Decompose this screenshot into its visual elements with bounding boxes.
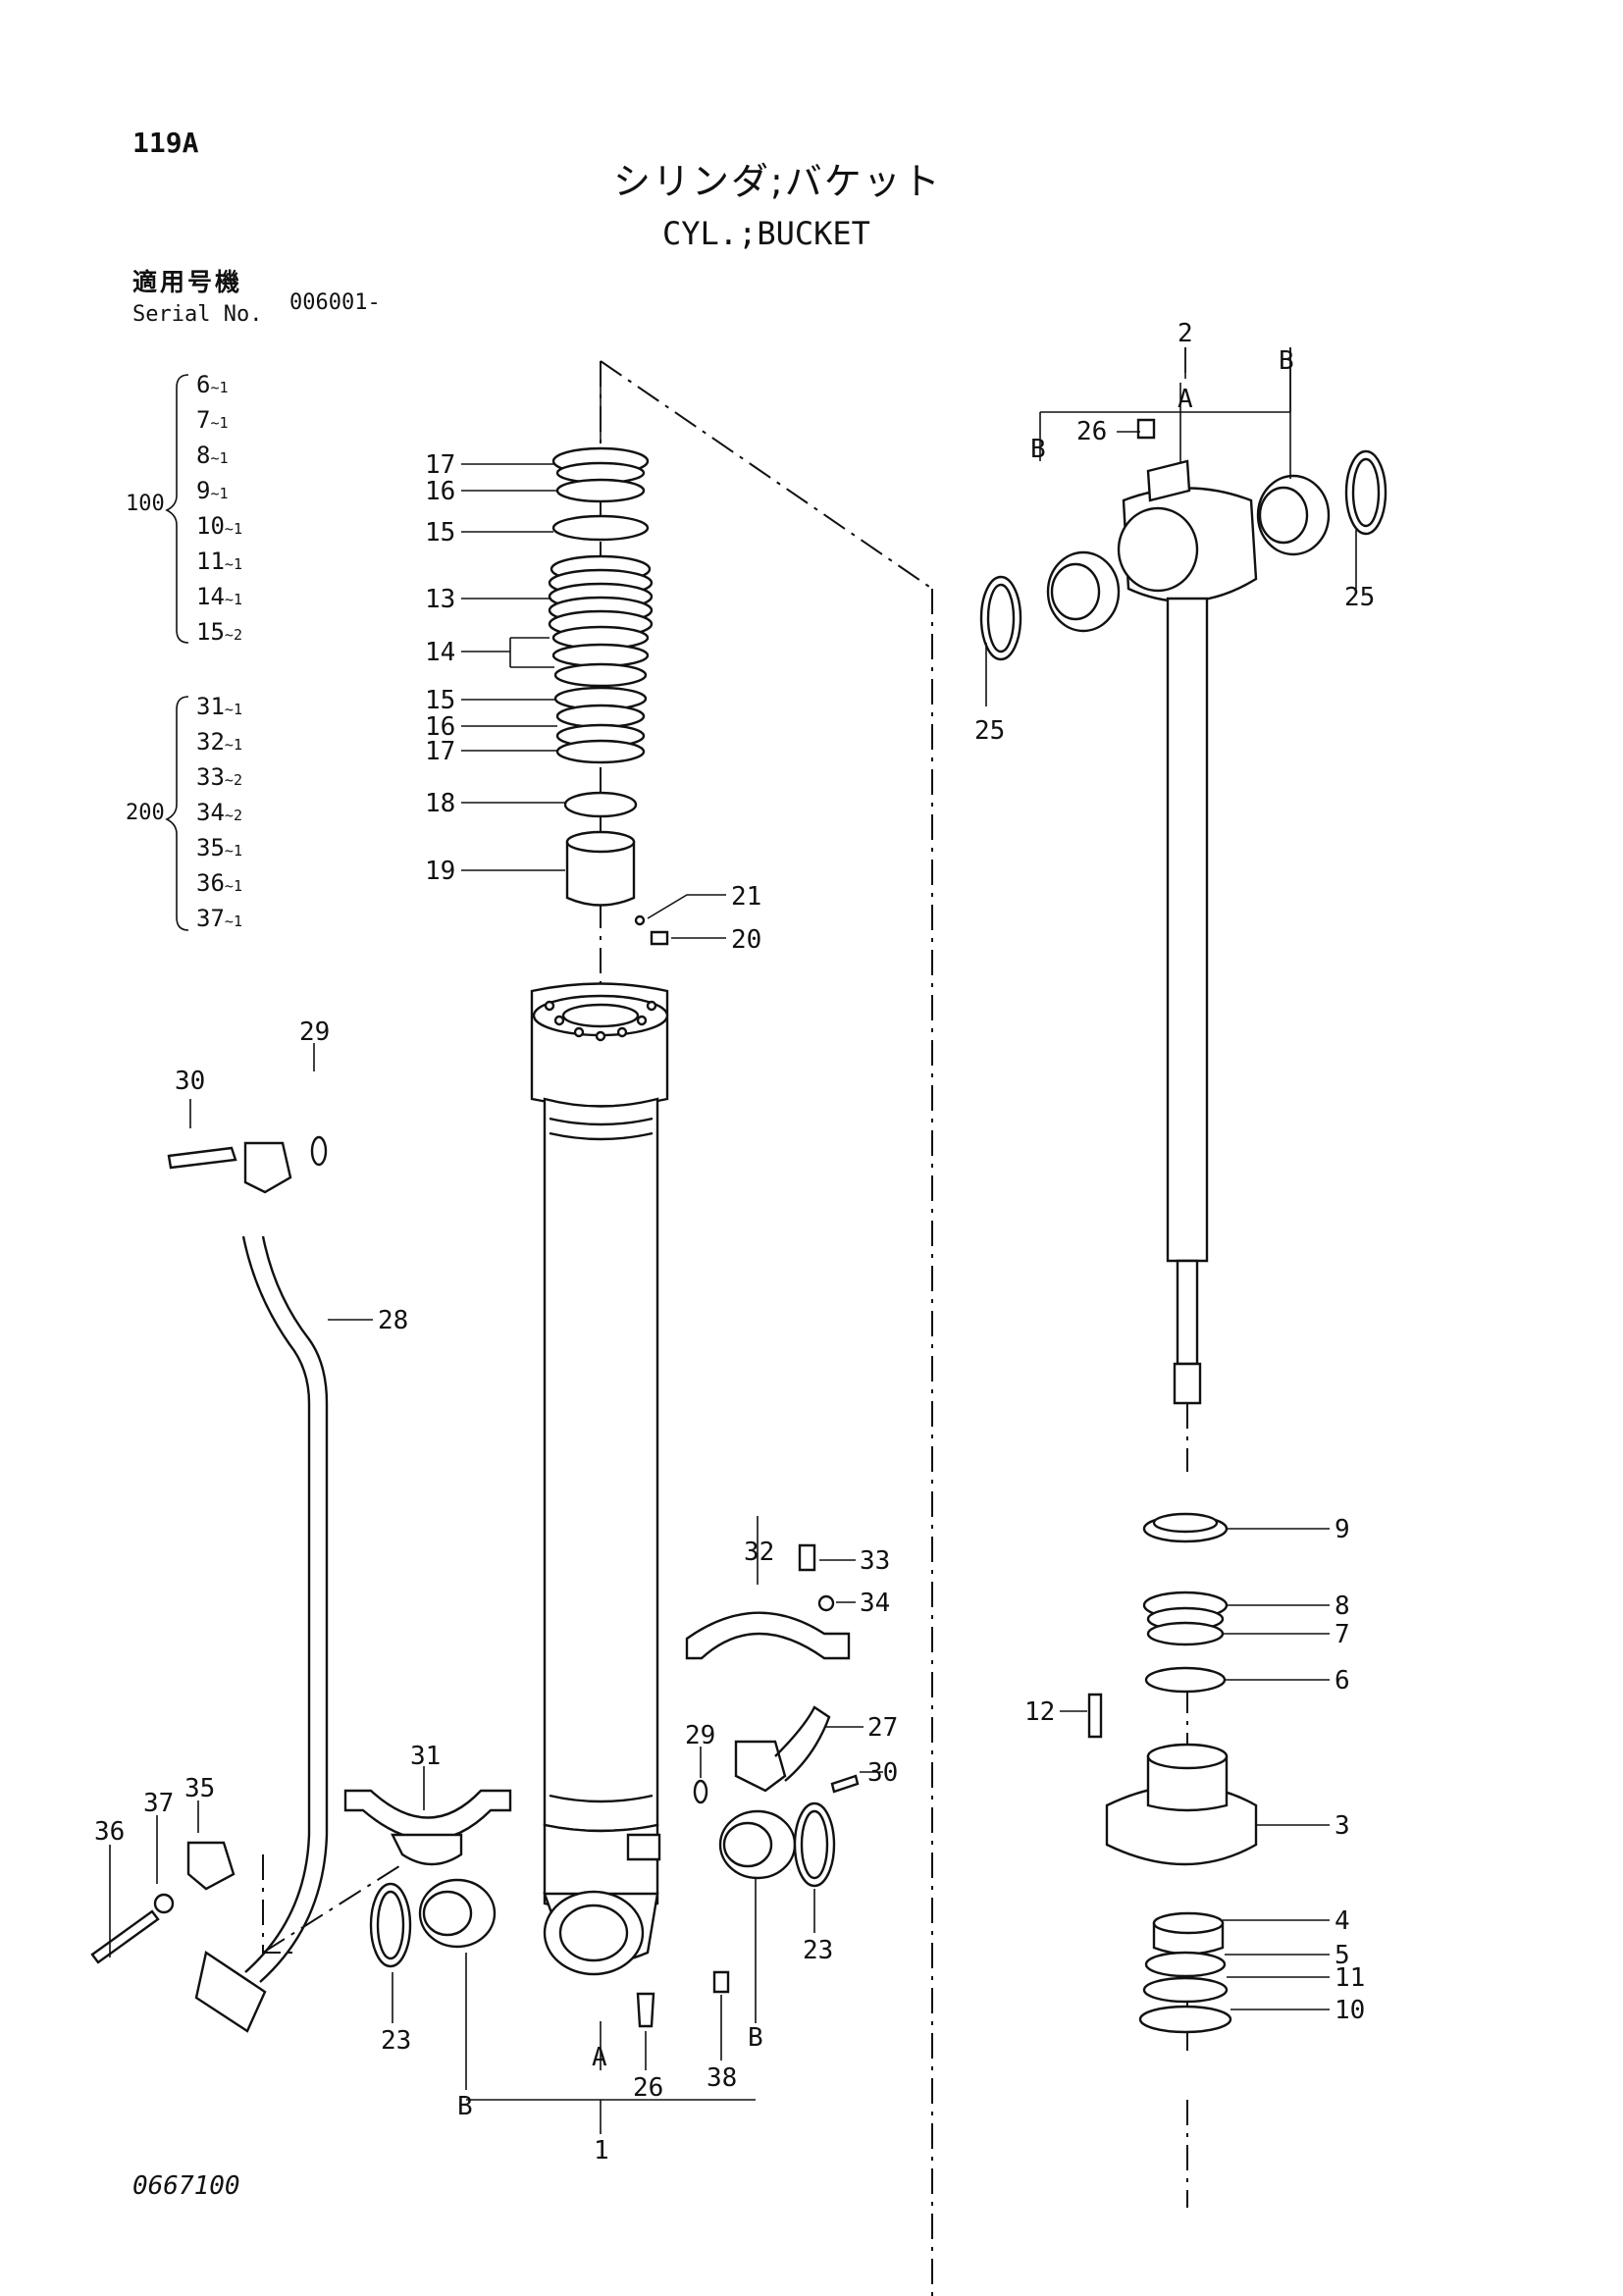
head-seal-stack bbox=[548, 361, 669, 946]
hose-assembly bbox=[167, 1135, 329, 2033]
callout-label: 23 bbox=[803, 1936, 833, 1965]
kit-brace-200 bbox=[165, 696, 189, 931]
callout-label: 12 bbox=[1024, 1697, 1055, 1727]
assembly-line-hose bbox=[262, 1854, 403, 1954]
callout-label: B bbox=[457, 2092, 473, 2121]
serial-label-japanese: 適用号機 bbox=[132, 268, 243, 296]
callout-label: 17 bbox=[425, 737, 455, 766]
serial-label-english: Serial No. bbox=[132, 302, 263, 327]
callout-label: 38 bbox=[707, 2063, 737, 2093]
callout-label: 20 bbox=[731, 925, 761, 955]
callout-label: 4 bbox=[1335, 1906, 1350, 1936]
callout-label: 18 bbox=[425, 789, 455, 818]
cylinder-tube bbox=[530, 982, 669, 1976]
kit-item: 8~1 bbox=[196, 442, 229, 469]
serial-value: 006001- bbox=[289, 290, 381, 315]
kit-item: 15~2 bbox=[196, 618, 242, 646]
callout-label: 25 bbox=[974, 716, 1005, 746]
callout-label: A bbox=[592, 2043, 607, 2072]
kit-item: 10~1 bbox=[196, 512, 242, 540]
callout-label: 11 bbox=[1335, 1963, 1365, 1993]
callout-label: 1 bbox=[594, 2136, 609, 2166]
callout-label: 6 bbox=[1335, 1666, 1350, 1696]
callout-label: 17 bbox=[425, 450, 455, 480]
callout-label: 9 bbox=[1335, 1515, 1350, 1544]
kit-item: 6~1 bbox=[196, 371, 229, 398]
callout-label: B bbox=[1030, 435, 1046, 464]
clamp-and-fittings bbox=[90, 1543, 860, 2028]
callout-label: 5 bbox=[1335, 1941, 1350, 1970]
callout-label: 25 bbox=[1344, 583, 1375, 612]
kit-item: 33~2 bbox=[196, 763, 242, 791]
callout-label: B bbox=[748, 2023, 763, 2053]
kit-item: 9~1 bbox=[196, 477, 229, 504]
callout-label: 34 bbox=[860, 1589, 890, 1618]
callout-label: 35 bbox=[184, 1774, 215, 1803]
callout-label: 28 bbox=[378, 1306, 408, 1335]
callout-label: 8 bbox=[1335, 1592, 1350, 1621]
kit-label-200: 200 bbox=[126, 801, 165, 825]
drawing-number: 0667100 bbox=[132, 2171, 240, 2201]
callout-label: 36 bbox=[94, 1817, 125, 1847]
kit-item: 31~1 bbox=[196, 693, 242, 720]
kit-item: 37~1 bbox=[196, 905, 242, 932]
assembly-line-diagonal bbox=[600, 360, 933, 590]
callout-label: 7 bbox=[1335, 1620, 1350, 1649]
kit-item: 32~1 bbox=[196, 728, 242, 756]
callout-label: 26 bbox=[1076, 417, 1107, 446]
leader-lines bbox=[109, 347, 1357, 2134]
callout-label: 29 bbox=[299, 1018, 330, 1047]
callout-label: 2 bbox=[1178, 319, 1193, 348]
kit-label-100: 100 bbox=[126, 492, 165, 516]
callout-label: 14 bbox=[425, 638, 455, 667]
callout-label: 19 bbox=[425, 857, 455, 886]
callout-labels: 17 16 15 13 14 15 16 17 18 19 21 20 29 3… bbox=[94, 319, 1375, 2166]
kit-item: 36~1 bbox=[196, 869, 242, 897]
callout-label: 13 bbox=[425, 585, 455, 614]
callout-label: 23 bbox=[381, 2026, 411, 2056]
title-english: CYL.;BUCKET bbox=[662, 215, 870, 252]
callout-label: 33 bbox=[860, 1546, 890, 1576]
callout-label: A bbox=[1178, 385, 1193, 414]
callout-label: 15 bbox=[425, 518, 455, 548]
callout-label: 10 bbox=[1335, 1996, 1365, 2025]
callout-label: 30 bbox=[175, 1067, 205, 1096]
callout-label: 27 bbox=[867, 1713, 898, 1743]
piston-seals bbox=[1087, 1512, 1258, 2034]
kit-item: 7~1 bbox=[196, 406, 229, 434]
callout-label: 31 bbox=[410, 1742, 441, 1771]
title-japanese: シリンダ;バケット bbox=[613, 160, 942, 203]
callout-label: 26 bbox=[633, 2073, 663, 2103]
callout-label: 21 bbox=[731, 882, 761, 912]
piston-rod bbox=[979, 418, 1387, 1405]
callout-label: 16 bbox=[425, 712, 455, 742]
callout-label: 29 bbox=[685, 1721, 715, 1750]
kit-item: 35~1 bbox=[196, 834, 242, 861]
callout-label: 32 bbox=[744, 1538, 774, 1567]
page-number: 119A bbox=[132, 127, 199, 159]
kit-item: 14~1 bbox=[196, 583, 242, 610]
callout-label: 16 bbox=[425, 477, 455, 506]
callout-label: 30 bbox=[867, 1758, 898, 1788]
callout-label: B bbox=[1279, 346, 1294, 376]
callout-label: 15 bbox=[425, 686, 455, 715]
kit-brace-100 bbox=[165, 374, 189, 644]
kit-item: 11~1 bbox=[196, 548, 242, 575]
callout-label: 37 bbox=[143, 1789, 174, 1818]
kit-item: 34~2 bbox=[196, 799, 242, 826]
callout-label: 3 bbox=[1335, 1811, 1350, 1841]
